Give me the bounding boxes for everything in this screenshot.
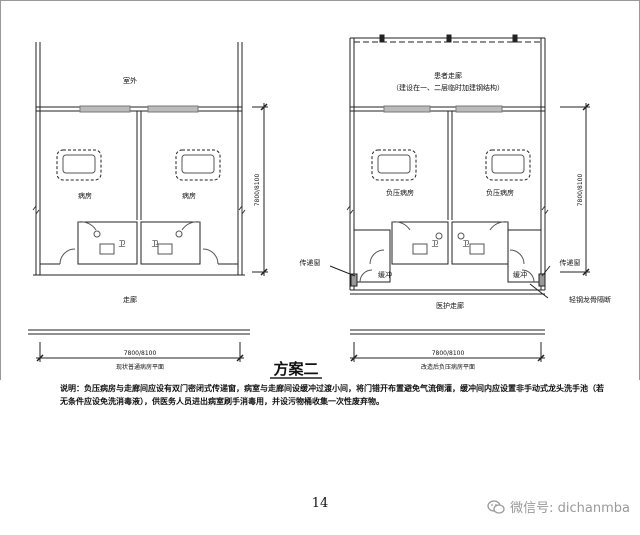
medical-corridor-label: 医护走廊 bbox=[436, 301, 464, 310]
negative-pressure-ward-left: 负压病房 bbox=[386, 188, 414, 197]
right-depth-dimension: 7800/8100 bbox=[577, 174, 584, 207]
wc-label-right: 卫 bbox=[152, 240, 159, 248]
wc-label-left: 卫 bbox=[119, 240, 126, 248]
patient-corridor-note: （建设在一、二层临时加建钢结构） bbox=[392, 83, 504, 92]
ward-label-right: 病房 bbox=[182, 191, 196, 200]
buffer-room-left: 缓冲 bbox=[378, 270, 392, 279]
watermark-text: 微信号: dichanmba bbox=[510, 501, 630, 516]
wc-label-right-after: 卫 bbox=[463, 240, 470, 248]
explanation-note: 说明：负压病房与走廊间应设有双门密闭式传递窗，病室与走廊间设缓冲过渡小间，将门错… bbox=[60, 384, 604, 406]
wechat-icon bbox=[487, 499, 505, 514]
left-floor-plan bbox=[28, 42, 268, 362]
ward-label-left: 病房 bbox=[78, 191, 92, 200]
scheme-title: 方案二 bbox=[273, 360, 318, 378]
partition-label: 轻钢龙骨隔断 bbox=[569, 295, 611, 304]
corridor-label: 走廊 bbox=[123, 295, 137, 304]
page-number: 14 bbox=[311, 496, 329, 511]
patient-corridor-label: 患者走廊 bbox=[434, 71, 462, 80]
right-floor-plan bbox=[329, 34, 590, 362]
left-depth-dimension: 7800/8100 bbox=[254, 174, 261, 207]
wc-label-left-after: 卫 bbox=[432, 240, 439, 248]
negative-pressure-ward-right: 负压病房 bbox=[486, 188, 514, 197]
right-plan-caption: 改造后负压病房平面 bbox=[421, 363, 475, 371]
left-plan-caption: 现状普通病房平面 bbox=[116, 363, 164, 371]
pass-window-left: 传递窗 bbox=[300, 258, 321, 267]
buffer-room-right: 缓冲 bbox=[513, 270, 527, 279]
pass-window-right: 传递窗 bbox=[560, 258, 581, 267]
right-width-dimension: 7800/8100 bbox=[432, 350, 465, 357]
outside-label: 室外 bbox=[123, 76, 137, 85]
watermark: 微信号: dichanmba bbox=[487, 497, 630, 516]
left-width-dimension: 7800/8100 bbox=[124, 350, 157, 357]
